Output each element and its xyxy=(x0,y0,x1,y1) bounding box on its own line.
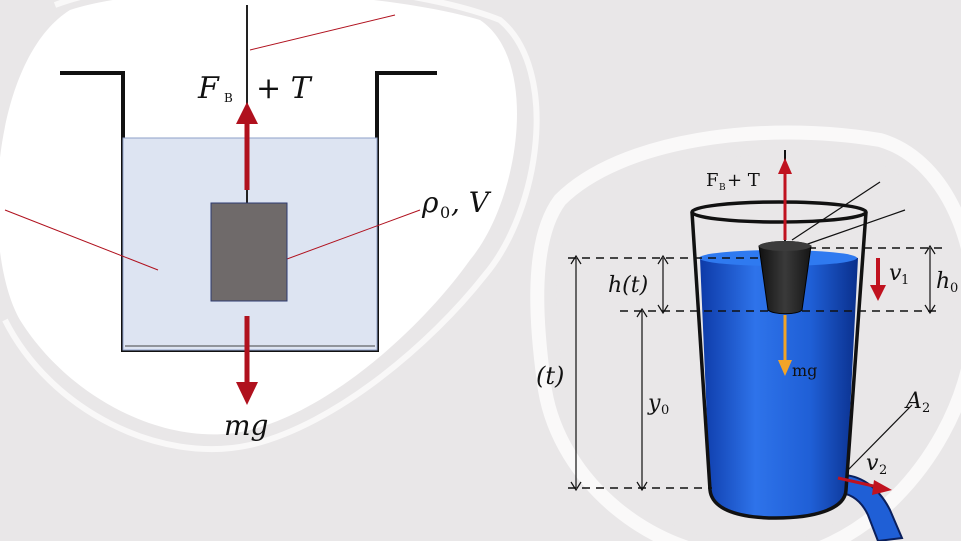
left-label-rho-sub: 0 xyxy=(440,203,450,222)
label-h0-sub: 0 xyxy=(950,281,958,296)
label-a2-sub: 2 xyxy=(922,401,930,416)
left-pointer-water xyxy=(4,209,159,271)
left-label-rho: ρ xyxy=(421,186,439,219)
dim-y0-top-tick xyxy=(636,307,648,318)
left-label-fb-sub: B xyxy=(224,91,233,105)
v2-arrow-shaft xyxy=(837,476,879,489)
left-diagram: F B + T ρ 0 , V mg xyxy=(4,5,492,442)
v2-arrow-head xyxy=(872,480,892,495)
left-block xyxy=(210,202,288,302)
left-pointer-string xyxy=(249,14,396,51)
left-label-plus-t: + T xyxy=(256,71,313,106)
right-diagram: F B + T h(t) v 1 h 0 (t) y 0 mg A 2 v 2 xyxy=(536,150,958,541)
left-pointer-block xyxy=(267,209,421,267)
right-tank-water xyxy=(700,252,858,517)
dim-h-t-bot-tick xyxy=(657,304,669,315)
left-label-fb: F xyxy=(197,71,220,106)
label-partial-t: (t) xyxy=(536,362,564,390)
label-v2-sub: 2 xyxy=(879,463,887,478)
label-y0-sub: 0 xyxy=(661,403,669,418)
right-label-fb-rest: + T xyxy=(727,170,760,191)
right-label-fb: F xyxy=(706,170,719,191)
right-tank-rim xyxy=(690,200,868,224)
right-up-arrow-head xyxy=(778,158,792,174)
right-tank-outline xyxy=(690,211,868,520)
left-label-mg: mg xyxy=(224,409,268,442)
right-pointer-1 xyxy=(791,181,881,241)
right-pointer-a2 xyxy=(847,404,913,471)
dim-h-t-top-tick xyxy=(657,254,669,265)
label-h-t: h(t) xyxy=(608,273,648,298)
v1-arrow-head xyxy=(870,285,886,301)
left-up-arrow-head xyxy=(236,102,258,124)
right-stopper-top xyxy=(759,241,811,251)
right-pointer-2 xyxy=(801,209,906,247)
label-mg-right: mg xyxy=(792,361,817,380)
dim-y0-bot-tick xyxy=(636,481,648,492)
dim-y-total-bot-tick xyxy=(570,481,582,492)
label-y0: y xyxy=(647,391,661,416)
label-v2: v xyxy=(866,451,879,476)
label-h0: h xyxy=(936,269,950,294)
dim-h0-top-tick xyxy=(924,244,936,255)
right-mg-arrow-head xyxy=(778,360,792,376)
label-v1: v xyxy=(889,261,902,286)
dim-h0-bot-tick xyxy=(924,304,936,315)
label-a2: A xyxy=(904,389,922,414)
right-label-fb-sub: B xyxy=(719,183,726,193)
dim-y-total-top-tick xyxy=(570,254,582,265)
left-down-arrow-head xyxy=(236,382,258,405)
label-v1-sub: 1 xyxy=(901,273,909,288)
right-stopper xyxy=(758,241,812,315)
right-blob-outline xyxy=(530,125,961,541)
left-blob-outline xyxy=(2,0,540,452)
left-label-v: , V xyxy=(451,186,492,219)
